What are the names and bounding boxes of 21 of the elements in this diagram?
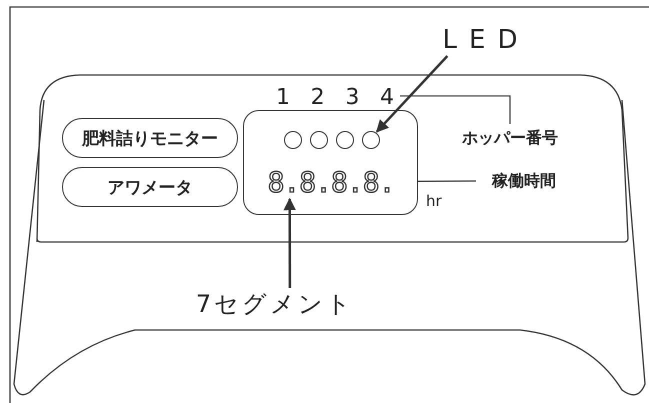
arrow — [376, 55, 448, 133]
hopper-number: 4 — [380, 84, 394, 110]
led-lamp — [310, 131, 328, 149]
panel-button: 肥料詰りモニター — [62, 118, 238, 158]
hopper-number: 2 — [310, 84, 325, 110]
unit-label: hr — [426, 192, 442, 210]
panel-button: アワメータ — [62, 167, 238, 207]
led-lamp — [284, 131, 302, 149]
seven-segment-display: 8.8.8.8. — [266, 164, 396, 200]
led-lamp — [362, 131, 380, 149]
callout-label: ホッパー番号 — [462, 128, 558, 148]
callout-label: 7セグメント — [196, 289, 354, 320]
callout-label: 稼働時間 — [492, 170, 556, 192]
display-window — [243, 110, 418, 215]
leader-line — [400, 95, 511, 124]
hopper-number: 3 — [345, 84, 360, 110]
arrow — [283, 198, 296, 288]
hopper-number: 1 — [276, 84, 290, 110]
led-lamp — [336, 131, 354, 149]
callout-label: LED — [442, 25, 530, 55]
leader-line — [418, 180, 476, 182]
